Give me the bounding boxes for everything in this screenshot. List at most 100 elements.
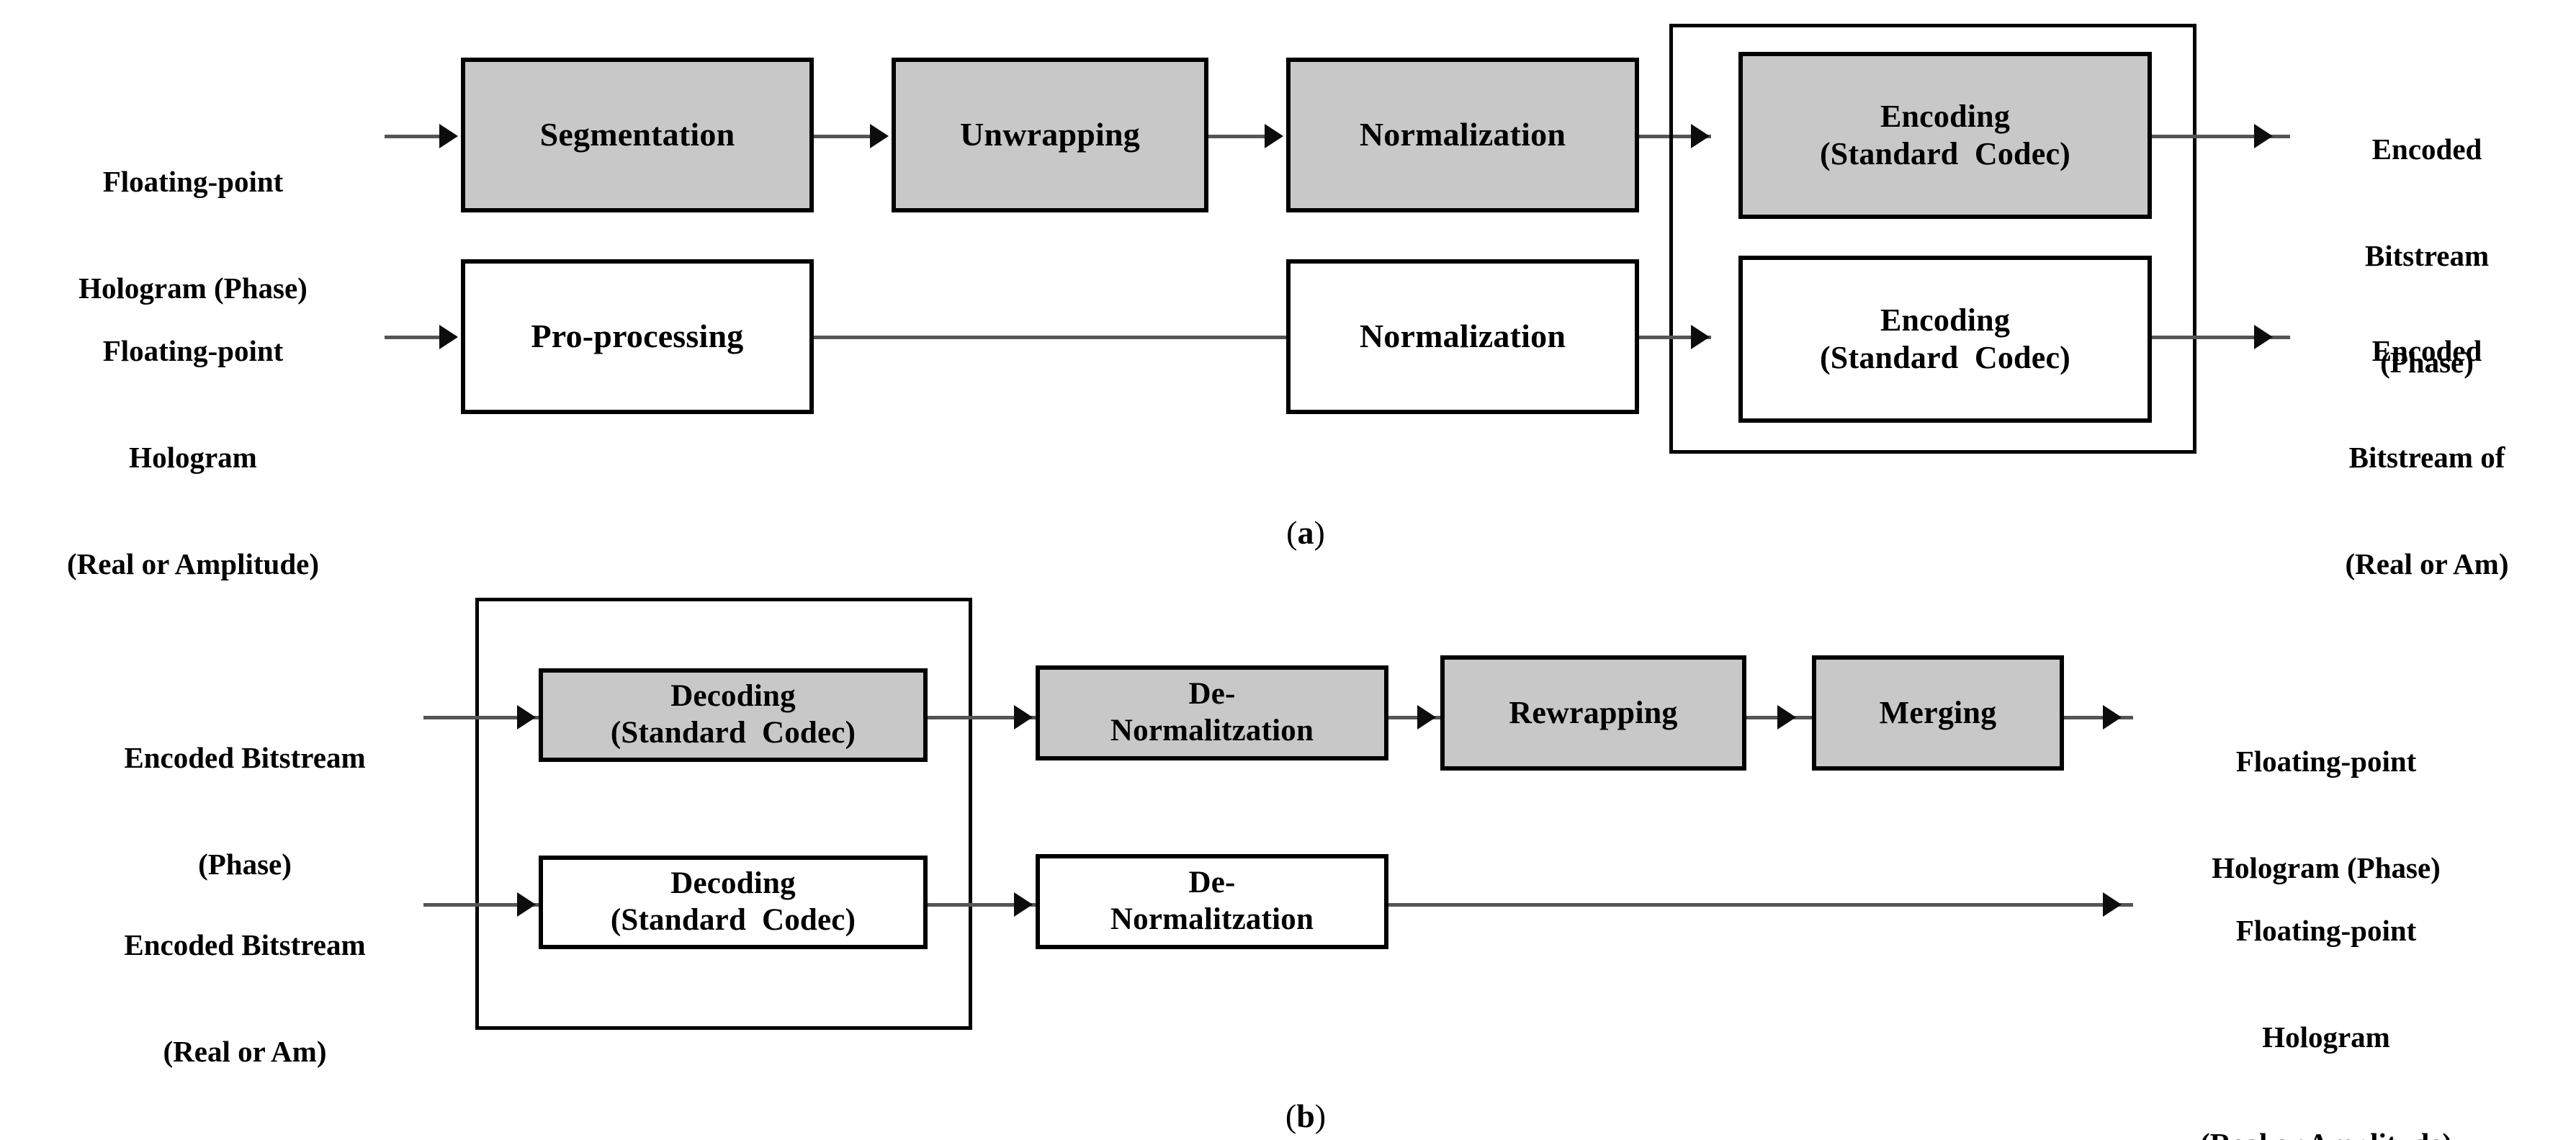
connector-phase-input-to-segmentation <box>385 135 439 138</box>
block-label: Merging <box>1879 695 1997 731</box>
block-normalization-real[interactable]: Normalization <box>1286 259 1639 414</box>
label-line: Floating-point <box>2235 745 2417 778</box>
arrowhead-denorm-real-to-output <box>2103 892 2122 917</box>
label-line: Bitstream <box>2364 238 2490 272</box>
label-encoded-bitstream-real-input: Encoded Bitstream (Real or Am) <box>43 857 446 1140</box>
encoder-codec-group <box>1669 24 2196 454</box>
block-label-line1: De- <box>1188 677 1236 712</box>
label-line: Hologram <box>129 440 257 474</box>
arrowhead-rewrapping-to-merging <box>1777 705 1796 730</box>
arrowhead-phase-bitstream-to-decoding <box>517 705 536 730</box>
arrowhead-denorm-phase-to-rewrapping <box>1417 705 1436 730</box>
block-unwrapping[interactable]: Unwrapping <box>892 58 1208 212</box>
connector-decoding-real-to-denorm-real <box>928 903 1057 907</box>
label-floating-point-hologram-phase: Floating-point Hologram (Phase) <box>13 94 373 377</box>
block-label-line1: Encoding <box>1880 302 2011 338</box>
caption-panel-b: (b) <box>1217 1059 1361 1140</box>
label-line: Bitstream of <box>2348 440 2505 474</box>
caption-panel-a: (a) <box>1217 475 1361 590</box>
label-line: (Phase) <box>198 847 292 881</box>
label-line: Hologram (Phase) <box>2212 850 2441 884</box>
block-label-line2: Normalitzation <box>1110 714 1314 748</box>
block-rewrapping[interactable]: Rewrapping <box>1440 655 1746 771</box>
block-decoding-real[interactable]: Decoding (Standard Codec) <box>539 856 928 949</box>
block-label-line1: Encoding <box>1880 99 2011 135</box>
block-encoding-real[interactable]: Encoding (Standard Codec) <box>1738 256 2152 423</box>
caption-paren-close: ) <box>1314 1098 1327 1134</box>
block-label: Rewrapping <box>1509 695 1678 731</box>
arrowhead-normalization-real-to-encoding-real <box>1691 325 1710 349</box>
connector-encoding-real-to-output <box>2152 336 2290 339</box>
arrowhead-decoding-real-to-denorm-real <box>1014 892 1033 917</box>
label-encoded-bitstream-phase-input: Encoded Bitstream (Phase) <box>43 670 446 953</box>
label-encoded-bitstream-real: Encoded Bitstream of (Real or Am) <box>2283 263 2571 652</box>
block-normalization-phase[interactable]: Normalization <box>1286 58 1639 212</box>
arrowhead-phase-input-to-segmentation <box>439 124 458 148</box>
label-line: Encoded Bitstream <box>124 928 366 962</box>
arrowhead-real-input-to-pro-processing <box>439 325 458 349</box>
label-line: Floating-point <box>102 165 284 199</box>
connector-real-bitstream-to-decoding <box>423 903 539 907</box>
arrowhead-unwrapping-to-normalization-phase <box>1265 124 1283 148</box>
connector-decoding-phase-to-denorm-phase <box>928 716 1057 719</box>
block-label-line2: Normalitzation <box>1110 902 1314 936</box>
block-de-normalization-phase[interactable]: De- Normalitzation <box>1036 665 1388 760</box>
label-floating-point-hologram-phase-output: Floating-point Hologram (Phase) <box>2139 673 2513 957</box>
label-line: (Real or Amplitude) <box>66 547 319 580</box>
block-decoding-phase[interactable]: Decoding (Standard Codec) <box>539 668 928 762</box>
block-label: Unwrapping <box>960 116 1140 153</box>
connector-normalization-phase-to-encoding-phase <box>1639 135 1711 138</box>
arrowhead-merging-to-output <box>2103 705 2122 730</box>
connector-segmentation-to-unwrapping <box>814 135 870 138</box>
block-de-normalization-real[interactable]: De- Normalitzation <box>1036 854 1388 949</box>
connector-denorm-real-to-output <box>1388 903 2133 907</box>
arrowhead-encoding-phase-to-output <box>2254 124 2273 148</box>
block-label: Normalization <box>1359 116 1566 153</box>
label-line: Encoded Bitstream <box>124 741 366 775</box>
connector-merging-to-output <box>2064 716 2133 719</box>
caption-letter: a <box>1297 514 1314 551</box>
connector-pro-processing-to-normalization-real <box>814 336 1286 339</box>
arrowhead-decoding-phase-to-denorm-phase <box>1014 705 1033 730</box>
connector-phase-bitstream-to-decoding <box>423 716 539 719</box>
caption-paren-open: ( <box>1286 514 1298 551</box>
label-line: Encoded <box>2371 133 2482 166</box>
block-label-line1: Decoding <box>670 866 796 901</box>
arrowhead-normalization-phase-to-encoding-phase <box>1691 124 1710 148</box>
label-line: (Real or Am) <box>2345 547 2509 580</box>
label-line: (Real or Amplitude) <box>2124 1126 2528 1140</box>
label-line: Hologram (Phase) <box>78 271 308 305</box>
block-label-line1: Decoding <box>670 679 796 714</box>
block-label-line1: De- <box>1188 866 1236 900</box>
label-floating-point-hologram-real-output: Floating-point Hologram (Real or Amplitu… <box>2124 843 2528 1140</box>
block-merging[interactable]: Merging <box>1812 655 2064 771</box>
caption-letter: b <box>1296 1098 1315 1134</box>
label-line: Floating-point <box>102 334 284 368</box>
label-line: Hologram <box>2262 1020 2390 1054</box>
block-label-line2: (Standard Codec) <box>610 903 856 937</box>
block-label: Segmentation <box>539 116 735 153</box>
label-line: (Real or Am) <box>163 1034 327 1068</box>
block-label-line2: (Standard Codec) <box>610 716 856 750</box>
arrowhead-segmentation-to-unwrapping <box>870 124 889 148</box>
block-segmentation[interactable]: Segmentation <box>461 58 814 212</box>
caption-paren-close: ) <box>1314 514 1325 551</box>
block-encoding-phase[interactable]: Encoding (Standard Codec) <box>1738 52 2152 219</box>
block-label: Normalization <box>1359 318 1566 355</box>
arrowhead-encoding-real-to-output <box>2254 325 2273 349</box>
label-floating-point-hologram-real: Floating-point Hologram (Real or Amplitu… <box>6 263 380 652</box>
label-line: (Phase) <box>2380 345 2474 379</box>
arrowhead-real-bitstream-to-decoding <box>517 892 536 917</box>
block-pro-processing[interactable]: Pro-processing <box>461 259 814 414</box>
connector-encoding-phase-to-output <box>2152 135 2290 138</box>
label-line: Encoded <box>2371 334 2482 368</box>
block-label: Pro-processing <box>531 318 744 355</box>
connector-normalization-real-to-encoding-real <box>1639 336 1711 339</box>
block-label-line2: (Standard Codec) <box>1819 340 2071 375</box>
decoder-codec-group <box>475 598 972 1030</box>
connector-real-input-to-pro-processing <box>385 336 439 339</box>
label-encoded-bitstream-phase: Encoded Bitstream (Phase) <box>2290 61 2564 451</box>
label-line: Floating-point <box>2235 914 2417 948</box>
block-label-line2: (Standard Codec) <box>1819 136 2071 171</box>
